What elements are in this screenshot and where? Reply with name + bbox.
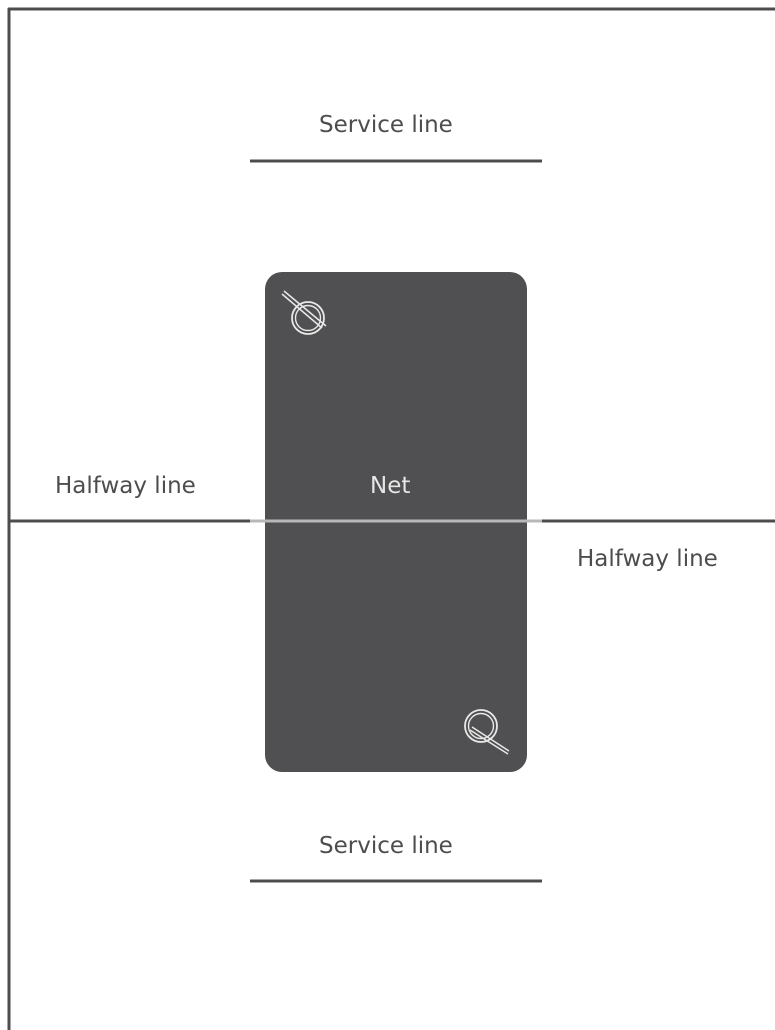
magnifier-icon bbox=[464, 709, 510, 755]
halfway-line-label-right: Halfway line bbox=[577, 546, 718, 572]
magnifier-icon bbox=[281, 290, 327, 335]
halfway-line-label-left: Halfway line bbox=[55, 473, 196, 499]
service-line-label-top: Service line bbox=[319, 112, 453, 138]
net-label: Net bbox=[370, 473, 411, 499]
service-line-label-bottom: Service line bbox=[319, 833, 453, 859]
